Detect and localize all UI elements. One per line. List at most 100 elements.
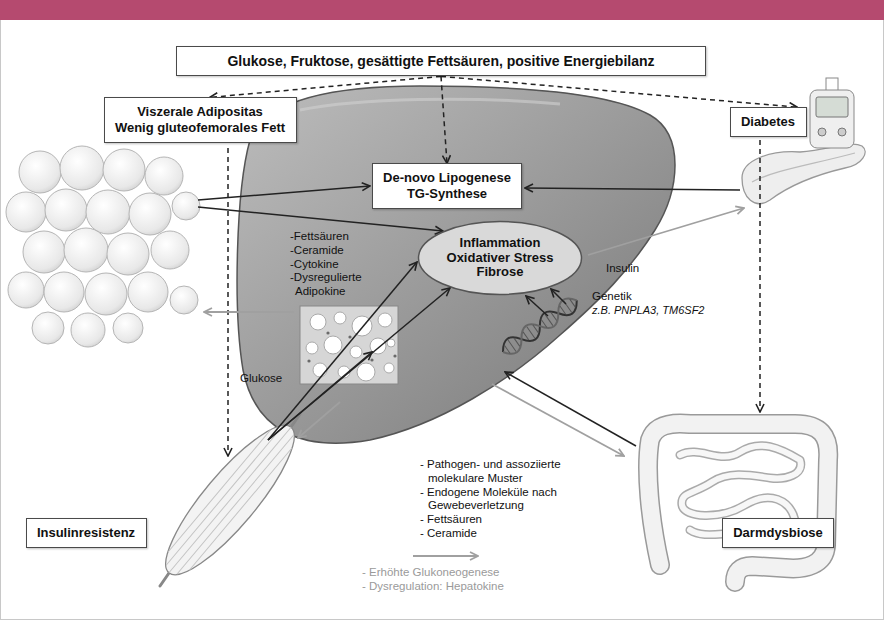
liver-illustration: [300, 99, 560, 110]
histology-image: [334, 312, 346, 324]
ellipse-outline: [419, 222, 582, 295]
legend-text: - Dysregulation: Hepatokine: [362, 580, 504, 592]
adipose-tissue: [32, 312, 64, 344]
adipose-tissue: [44, 272, 84, 312]
solid-arrow: [551, 289, 566, 304]
legend-entry: - Dysregulation: Hepatokine: [362, 579, 504, 593]
dashed-arrow: [210, 76, 441, 97]
node-text: Darmdysbiose: [732, 525, 824, 541]
annotation-text: Genetik: [592, 290, 632, 304]
adipose-tissue: [85, 273, 127, 315]
glucometer-icon: [818, 128, 826, 136]
annotation-text: -Cytokine: [290, 258, 394, 272]
dna-helix: [503, 298, 577, 355]
solid-arrow: [268, 262, 417, 440]
adipose-tissue: [113, 313, 143, 343]
annotation-list: - Pathogen- und assoziierte molekulare M…: [420, 458, 592, 541]
text-stack: Viszerale AdipositasWenig gluteofemorale…: [114, 104, 287, 135]
histology-image: [384, 363, 394, 373]
grey-arrow: [204, 311, 294, 313]
annotation-text: -Ceramide: [290, 244, 394, 258]
process-ellipse: InflammationOxidativer StressFibrose: [417, 220, 583, 296]
node-text: Insulinresistenz: [36, 525, 137, 541]
grey-arrow: [204, 208, 744, 456]
adipose-tissue: [172, 192, 200, 220]
dashed-arrow: [441, 76, 797, 107]
annotation-text: - Ceramide: [420, 527, 592, 541]
annotation-text: Glukose: [240, 372, 282, 386]
adipose-tissue: [19, 151, 61, 193]
text-stack: De-novo LipogeneseTG-Synthese: [382, 170, 512, 201]
input-box: Glukose, Fruktose, gesättigte Fettsäuren…: [176, 46, 706, 77]
legend-entry: - Erhöhte Glukoneogenese: [362, 565, 504, 579]
histology-image: [306, 342, 318, 354]
header-bar: [0, 0, 884, 20]
glucometer-icon: [810, 78, 854, 148]
annotation-text: - Endogene Moleküle nach Gewebeverletzun…: [420, 486, 592, 514]
text-stack: Diabetes: [740, 114, 797, 130]
adipose-tissue: [8, 272, 44, 308]
grey-arrow: [492, 384, 624, 456]
dashed-arrow: [759, 140, 761, 412]
histology-image: [324, 336, 342, 354]
adipose-tissue: [23, 231, 65, 273]
solid-arrow: [198, 207, 443, 231]
node-text: Wenig gluteofemorales Fett: [114, 120, 287, 136]
risk-box: Viszerale AdipositasWenig gluteofemorale…: [104, 97, 297, 142]
histology-image: [350, 346, 362, 358]
node-text: Fibrose: [447, 265, 554, 280]
adipose-tissue: [151, 231, 189, 269]
adipose-tissue: [107, 233, 149, 275]
histology-image: [370, 338, 386, 354]
legend: - Erhöhte Glukoneogenese - Dysregulation:…: [362, 565, 504, 593]
liver-illustration: [237, 86, 675, 443]
disease-box: Insulinresistenz: [26, 518, 147, 548]
muscle-illustration: [158, 418, 302, 582]
glucometer-icon: [838, 128, 846, 136]
adipose-tissue: [129, 193, 171, 235]
glucometer-icon: [816, 97, 848, 117]
annotation-text: Insulin: [606, 262, 639, 276]
histology-image: [348, 335, 351, 338]
muscle-illustration: [149, 411, 311, 590]
text-stack: Insulinresistenz: [36, 525, 137, 541]
node-text: Inflammation: [447, 236, 554, 251]
text-stack: Glukose, Fruktose, gesättigte Fettsäuren…: [189, 53, 693, 70]
muscle-illustration: [149, 411, 311, 590]
node-text: Glukose, Fruktose, gesättigte Fettsäuren…: [189, 53, 693, 70]
pancreas-illustration: [752, 153, 855, 182]
grey-arrow: [588, 208, 744, 255]
node-text: Diabetes: [740, 114, 797, 130]
histology-image: [357, 363, 375, 381]
histology-image: [310, 314, 326, 330]
solid-arrow: [198, 186, 370, 200]
disease-box: Darmdysbiose: [722, 518, 834, 548]
adipose-tissue: [60, 146, 104, 190]
histology-image: [307, 359, 310, 362]
adipose-tissue: [45, 189, 87, 231]
annotation-text: z.B. PNPLA3, TM6SF2: [592, 304, 704, 317]
dna-helix: [498, 294, 581, 359]
solid-arrow: [268, 288, 450, 440]
node-text: TG-Synthese: [382, 186, 512, 202]
grey-arrow: [298, 402, 340, 438]
adipose-tissue: [64, 228, 108, 272]
adipose-tissue: [6, 192, 46, 232]
dna-helix: [498, 294, 581, 359]
annotation-list: -Fettsäuren-Ceramide-Cytokine-Dysregulie…: [290, 230, 394, 299]
histology-image: [313, 363, 327, 377]
annotation-text: - Pathogen- und assoziierte molekulare M…: [420, 458, 592, 486]
adipose-tissue: [170, 286, 198, 314]
histology-image: [370, 358, 373, 361]
text-stack: Darmdysbiose: [732, 525, 824, 541]
muscle-illustration: [149, 411, 311, 590]
legend-text: - Erhöhte Glukoneogenese: [362, 566, 499, 578]
adipose-tissue: [6, 146, 200, 347]
solid-arrow: [525, 188, 740, 190]
intestine-illustration: [648, 423, 828, 582]
disease-box: Diabetes: [730, 107, 807, 137]
intestine-illustration: [648, 423, 828, 582]
